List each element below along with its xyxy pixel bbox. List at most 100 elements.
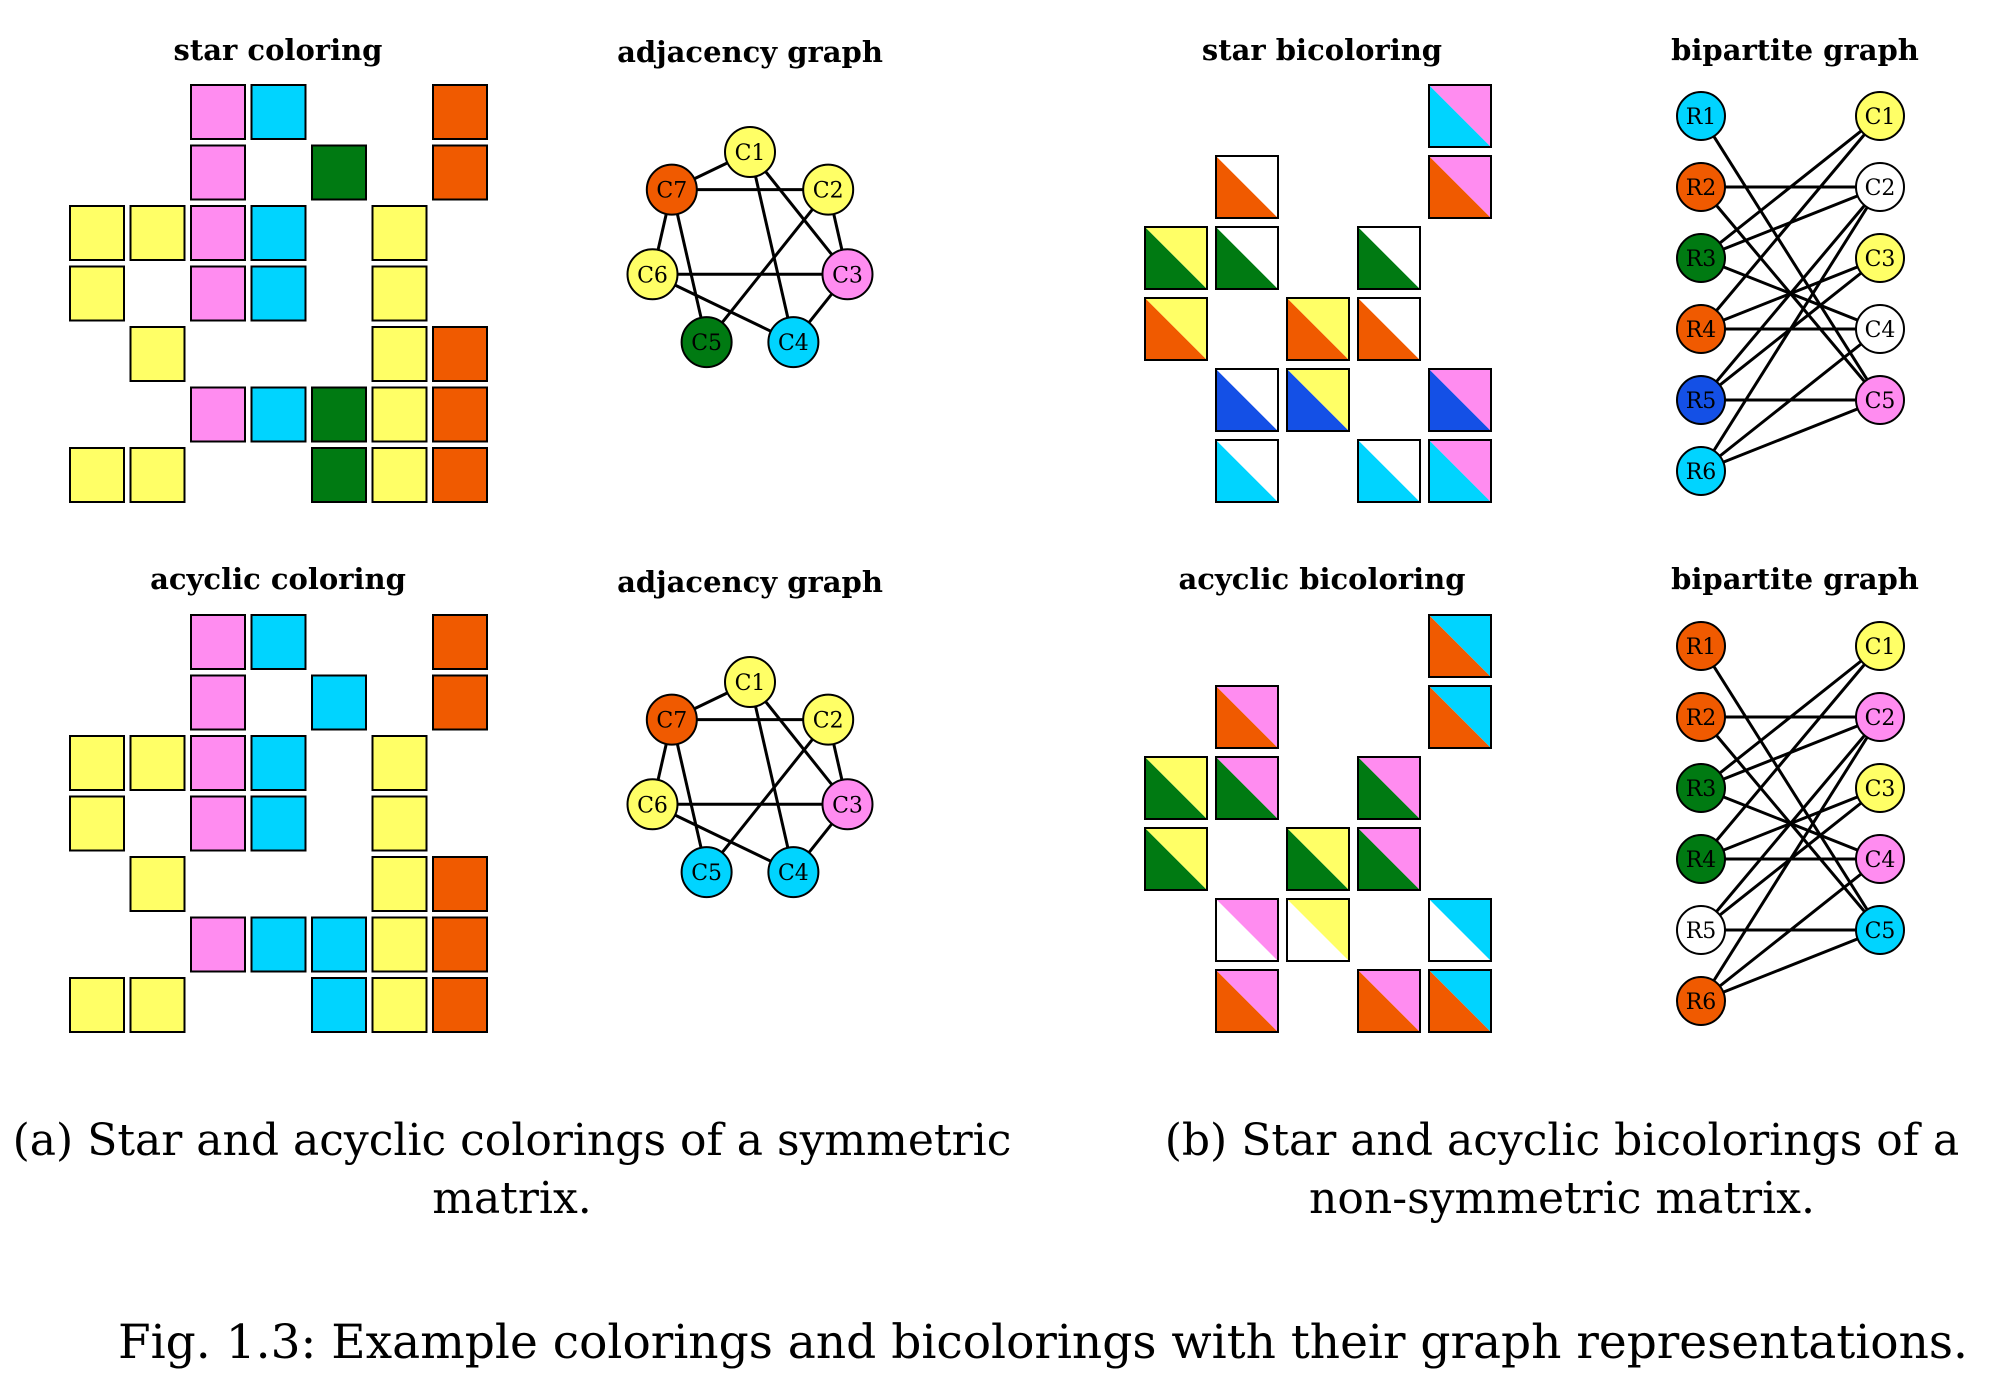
matrix-cell-r2-c3 <box>190 674 246 731</box>
graph-node-r6: R6 <box>1676 446 1726 496</box>
graph-edges <box>1699 114 1882 473</box>
matrix-cell-r6-c4 <box>1357 969 1421 1033</box>
matrix-cell-r2-c7 <box>432 674 488 731</box>
graph-edge-c1-c3 <box>748 151 849 276</box>
matrix-cell-r5-c3 <box>1286 898 1350 962</box>
node-circle <box>1855 763 1905 813</box>
graph-node-c1: C1 <box>724 126 776 178</box>
node-label: C1 <box>1865 105 1896 130</box>
cell-column-color-triangle <box>1358 440 1420 502</box>
cell-column-color-triangle <box>1216 227 1278 289</box>
graph-node-c3: C3 <box>1855 233 1905 283</box>
matrix-cell-r4-c3 <box>190 795 246 852</box>
node-label: C3 <box>1865 247 1896 272</box>
node-label: C2 <box>813 709 844 734</box>
matrix-cell-r1-c5 <box>1428 84 1492 148</box>
title-adjacency-graph-bottom: adjacency graph <box>617 565 883 599</box>
node-label: C6 <box>637 263 668 288</box>
cell-border <box>1357 439 1421 503</box>
acyclic-bicoloring-matrix <box>1144 614 1492 1033</box>
matrix-cell-r5-c5 <box>1428 368 1492 432</box>
node-circle <box>1676 905 1726 955</box>
matrix-cell-r5-c2 <box>1215 368 1279 432</box>
graph-node-c4: C4 <box>1855 304 1905 354</box>
graph-node-c4: C4 <box>1855 834 1905 884</box>
graph-node-c7: C7 <box>645 163 698 216</box>
cell-border <box>1357 969 1421 1033</box>
caption-a-line1: (a) Star and acyclic colorings of a symm… <box>13 1115 1012 1166</box>
graph-node-c4: C4 <box>767 846 820 899</box>
matrix-cell-r1-c3 <box>190 84 246 140</box>
cell-border <box>1215 155 1279 219</box>
graph-edge-r6-c4 <box>1700 327 1881 473</box>
matrix-cell-r7-c5 <box>311 977 367 1033</box>
node-label: C1 <box>1865 635 1896 660</box>
node-circle <box>626 778 679 831</box>
graph-edge-c2-c5 <box>705 188 830 344</box>
matrix-cell-r6-c4 <box>1357 439 1421 503</box>
matrix-cell-r3-c2 <box>129 735 186 791</box>
acyclic-coloring-matrix <box>69 614 488 1033</box>
graph-edge-r6-c5 <box>1700 928 1881 1003</box>
matrix-cell-r6-c7 <box>432 386 488 443</box>
cell-column-color-triangle <box>1216 970 1278 1032</box>
matrix-cell-r2-c2 <box>1215 155 1279 219</box>
node-label: R4 <box>1686 848 1717 873</box>
matrix-cell-r4-c1 <box>69 795 125 852</box>
graph-edge-r4-c1 <box>1699 115 1882 330</box>
matrix-cell-r7-c1 <box>69 447 125 503</box>
node-label: C5 <box>1865 919 1896 944</box>
graph-node-r3: R3 <box>1676 763 1726 813</box>
cell-column-color-triangle <box>1216 686 1278 748</box>
node-circle <box>1855 375 1905 425</box>
cell-border <box>1286 368 1350 432</box>
graph-edges <box>1699 644 1882 1003</box>
matrix-cell-r2-c5 <box>1428 155 1492 219</box>
matrix-cell-r5-c5 <box>1428 898 1492 962</box>
matrix-cell-r4-c4 <box>250 795 307 852</box>
matrix-cell-r3-c4 <box>250 205 307 261</box>
matrix-cell-r7-c7 <box>432 447 488 503</box>
matrix-cell-r2-c5 <box>311 674 367 731</box>
cell-column-color-triangle <box>1429 686 1491 748</box>
cell-border <box>1357 756 1421 820</box>
matrix-cell-r7-c7 <box>432 977 488 1033</box>
graph-node-c2: C2 <box>802 163 855 216</box>
node-label: C3 <box>1865 777 1896 802</box>
node-circle <box>802 693 855 746</box>
node-label: C5 <box>691 331 722 356</box>
matrix-cell-r3-c1 <box>1144 756 1208 820</box>
graph-edge-c7-c5 <box>670 189 709 343</box>
cell-column-color-triangle <box>1287 899 1349 961</box>
matrix-cell-r6-c5 <box>1428 969 1492 1033</box>
graph-edge-c2-c5 <box>705 718 830 874</box>
node-circle <box>1855 834 1905 884</box>
matrix-cell-r4-c4 <box>250 265 307 322</box>
matrix-cell-r7-c2 <box>129 977 186 1033</box>
graph-node-c5: C5 <box>1855 905 1905 955</box>
node-label: C7 <box>656 709 687 734</box>
matrix-cell-r5-c7 <box>432 326 488 382</box>
cell-column-color-triangle <box>1358 828 1420 890</box>
cell-column-color-triangle <box>1216 156 1278 218</box>
cell-border <box>1357 827 1421 891</box>
title-star-bicoloring: star bicoloring <box>1202 33 1442 67</box>
matrix-cell-r7-c1 <box>69 977 125 1033</box>
node-circle <box>1855 304 1905 354</box>
node-circle <box>1676 763 1726 813</box>
graph-node-r1: R1 <box>1676 91 1726 141</box>
graph-edge-r6-c5 <box>1700 398 1881 473</box>
node-circle <box>645 693 698 746</box>
node-circle <box>680 316 733 369</box>
graph-edge-r3-c1 <box>1700 644 1881 790</box>
title-acyclic-coloring: acyclic coloring <box>150 562 406 596</box>
graph-node-c3: C3 <box>821 248 874 301</box>
graph-node-c2: C2 <box>802 693 855 746</box>
node-label: C5 <box>1865 389 1896 414</box>
graph-edge-c1-c4 <box>748 151 795 343</box>
matrix-cell-r3-c1 <box>1144 226 1208 290</box>
node-circle <box>1676 692 1726 742</box>
matrix-cell-r6-c3 <box>190 386 246 443</box>
